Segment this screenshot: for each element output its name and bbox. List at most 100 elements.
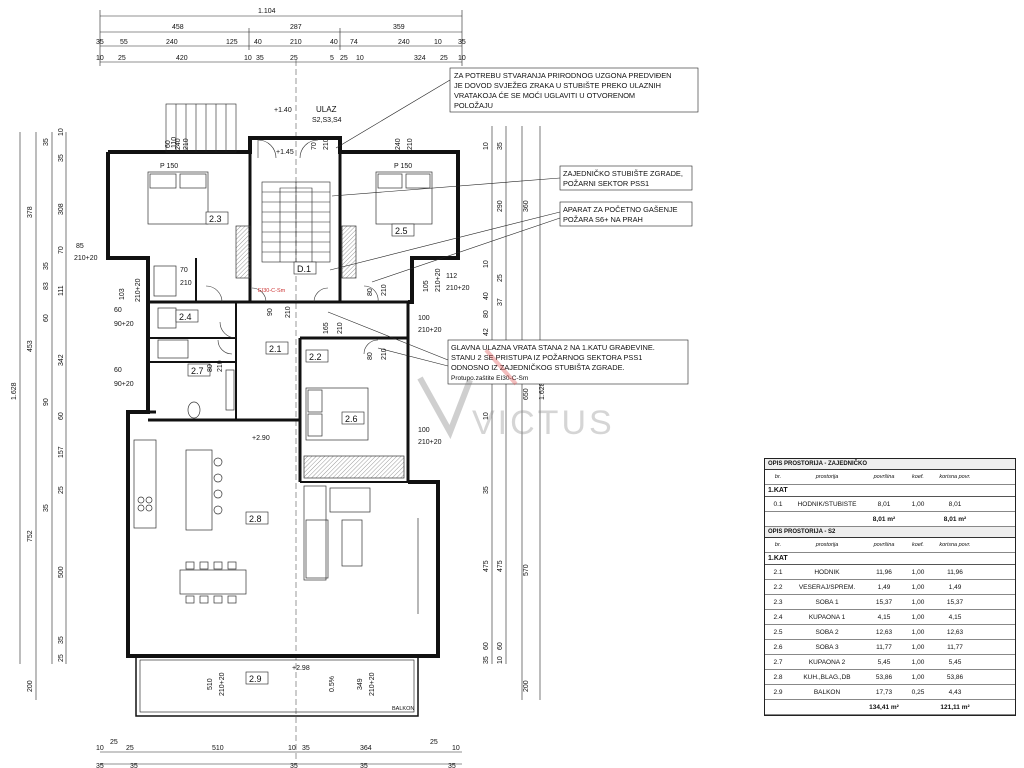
table-cell: 1,49 <box>877 583 891 591</box>
dim-right: 25 <box>497 274 504 282</box>
dim-top: 40 <box>330 39 338 46</box>
room-label: 2.8 <box>249 514 262 524</box>
bed-room-2-6 <box>305 387 369 441</box>
dim-top: 10 <box>356 55 364 62</box>
bottom-dimensions <box>100 751 462 765</box>
fire-door-note: EI30-C-Sm <box>258 288 286 294</box>
level-mark: +2.90 <box>252 435 270 442</box>
opening-height: 210+20 <box>74 255 98 262</box>
room-label: 2.7 <box>191 366 204 376</box>
opening-height: 210 <box>217 360 224 372</box>
table-cell: 1,00 <box>911 673 925 681</box>
opening-height: 210 <box>381 348 388 360</box>
internal-staircase <box>261 181 331 263</box>
table-cell: 15,37 <box>946 598 964 606</box>
table-cell: HODNIK <box>814 568 840 576</box>
dim-left: 111 <box>58 285 65 296</box>
opening-width: 60 <box>114 307 122 314</box>
opening-height: 210 <box>180 280 192 287</box>
table-cell: 11,96 <box>876 568 892 576</box>
room-label: 2.2 <box>309 352 322 362</box>
dim-right: 60 <box>483 642 490 650</box>
table-cell: 2.8 <box>773 673 783 681</box>
dim-right: 10 <box>483 412 490 420</box>
opening-height: 210+20 <box>219 672 226 696</box>
opening-height: 210+20 <box>435 268 442 292</box>
dim-right: 37 <box>497 298 504 306</box>
watermark: VICTUS <box>417 348 612 442</box>
table-cell: BALKON <box>813 688 841 696</box>
table-cell: 53,86 <box>875 673 893 681</box>
level-mark: +1.40 <box>274 107 292 114</box>
dim-right: 475 <box>497 560 504 572</box>
dim-top: 125 <box>226 39 238 46</box>
room-label: 2.5 <box>395 226 408 236</box>
dim-bottom: 35 <box>302 745 310 752</box>
dim-left: 70 <box>58 246 65 254</box>
radiator-label: P 150 <box>394 163 412 170</box>
table-section-title: OPIS PROSTORIJA - S2 <box>765 527 1015 538</box>
top-dimensions <box>99 10 463 66</box>
table-cell: 1,00 <box>911 568 925 576</box>
table-header: br. <box>774 474 782 480</box>
room-labels: 2.3 2.5 D.1 2.4 2.1 2.2 2.7 2.6 2.8 2.9 <box>175 211 415 685</box>
dim-top: 35 <box>256 55 264 62</box>
dim-bottom: 10 <box>452 745 460 752</box>
table-header: površina <box>873 474 895 480</box>
table-cell: 11,77 <box>947 643 963 651</box>
bed-room-2-3 <box>147 171 209 225</box>
dim-right: 475 <box>483 560 490 572</box>
dim-left: 10 <box>58 128 65 136</box>
table-cell: 1,00 <box>911 500 925 508</box>
opening-height: 210+20 <box>418 327 442 334</box>
opening-height: 110 <box>171 137 178 148</box>
dim-right: 35 <box>483 656 490 664</box>
opening-width: 240 <box>395 138 402 150</box>
opening-width: 70 <box>180 267 188 274</box>
dim-total-width: 1.104 <box>258 8 276 15</box>
table-total-row: 8,01 m² 8,01 m² <box>765 512 1015 527</box>
dim-top: 35 <box>458 39 466 46</box>
opening-height: 210 <box>381 284 388 296</box>
room-schedule-table: OPIS PROSTORIJA - ZAJEDNIČKO br. prostor… <box>764 458 1016 716</box>
dim-right: 360 <box>523 200 530 212</box>
dim-top: 25 <box>340 55 348 62</box>
opening-height: 210 <box>323 138 330 150</box>
table-cell: 8,01 <box>948 500 962 508</box>
table-cell: 0.1 <box>773 500 783 508</box>
table-cell: 2.3 <box>773 598 783 606</box>
note-line: APARAT ZA POČETNO GAŠENJE <box>563 205 678 214</box>
dim-left: 25 <box>58 486 65 494</box>
dim-top: 74 <box>350 39 358 46</box>
note-line: JE DOVOD SVJEŽEG ZRAKA U STUBIŠTE PREKO … <box>454 81 661 90</box>
opening-height: 90+20 <box>114 321 134 328</box>
table-cell: 1,00 <box>911 613 925 621</box>
furniture <box>133 171 433 614</box>
dim-bottom: 25 <box>430 739 438 746</box>
table-cell: 1,49 <box>948 583 962 591</box>
dim-left: 500 <box>58 566 65 578</box>
dim-bottom: 35 <box>130 763 138 768</box>
table-total-row: 134,41 m² 121,11 m² <box>765 700 1015 715</box>
dim-left: 35 <box>43 138 50 146</box>
dim-bottom: 35 <box>448 763 456 768</box>
table-cell: 134,41 m² <box>869 703 899 711</box>
dim-bottom: 10 <box>288 745 296 752</box>
opening-height: 210 <box>337 322 344 334</box>
dim-right: 290 <box>497 200 504 212</box>
opening-height: 90+20 <box>114 381 134 388</box>
table-cell: KUH.,BLAG.,DB <box>803 673 851 681</box>
dim-bottom: 35 <box>360 763 368 768</box>
dim-right: 200 <box>523 680 530 692</box>
dim-top: 10 <box>458 55 466 62</box>
note-line: POŽARNI SEKTOR PSS1 <box>563 179 649 188</box>
balcony-label: BALKON <box>392 706 414 712</box>
note-line: POLOŽAJU <box>454 101 493 110</box>
table-header: prostorija <box>815 542 839 548</box>
dim-left: 25 <box>58 654 65 662</box>
table-cell: KUPAONA 2 <box>808 658 846 666</box>
dining-table <box>179 569 247 595</box>
